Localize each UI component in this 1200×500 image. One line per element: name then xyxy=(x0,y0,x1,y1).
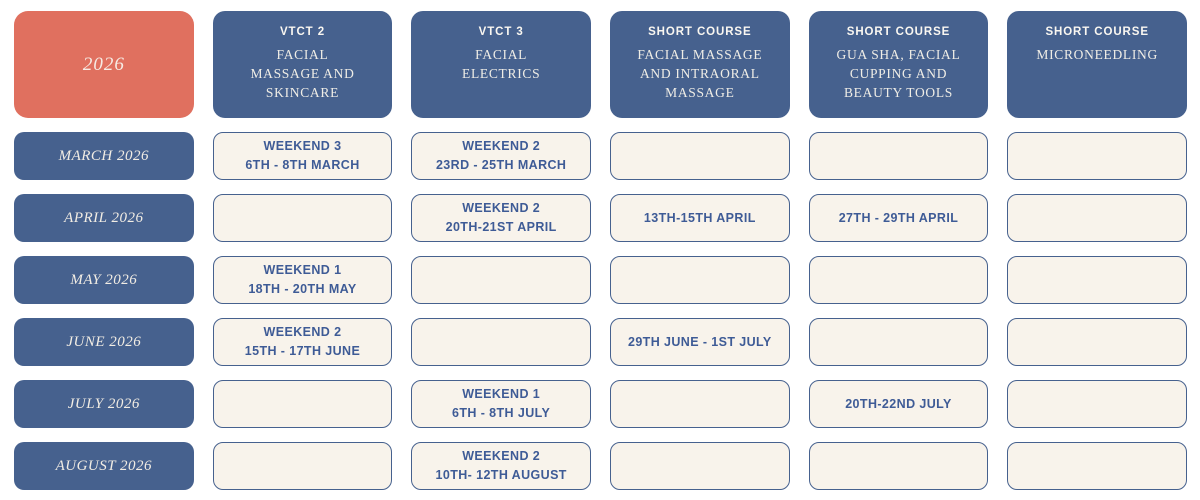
slot-line1: WEEKEND 2 xyxy=(462,201,541,216)
schedule-cell-may-vtct2: WEEKEND 1 18TH - 20TH MAY xyxy=(212,256,393,304)
schedule-cell-august-vtct2 xyxy=(212,442,393,490)
month-text: APRIL 2026 xyxy=(64,209,144,226)
month-text: MAY 2026 xyxy=(70,271,138,288)
slot-line2: 6TH - 8TH JULY xyxy=(452,406,551,420)
course-tag: SHORT COURSE xyxy=(846,26,951,38)
schedule-cell-may-vtct3 xyxy=(411,256,591,304)
column-header-vtct3-facial-electrics: VTCT 3 FACIAL ELECTRICS xyxy=(411,11,591,118)
schedule-cell-june-vtct2: WEEKEND 2 15TH - 17TH JUNE xyxy=(212,318,393,366)
month-text: MARCH 2026 xyxy=(58,147,150,164)
schedule-cell-july-intraoral xyxy=(610,380,790,428)
schedule-cell-july-vtct2 xyxy=(212,380,393,428)
schedule-cell-july-guasha: 20TH-22ND JULY xyxy=(808,380,989,428)
schedule-cell-june-microneedling xyxy=(1007,318,1187,366)
slot-line1: WEEKEND 2 xyxy=(462,139,541,154)
slot-line2: 18TH - 20TH MAY xyxy=(248,282,357,296)
month-text: JULY 2026 xyxy=(67,395,140,412)
schedule-cell-march-vtct3: WEEKEND 2 23RD - 25TH MARCH xyxy=(411,132,591,180)
slot-line2: 10TH- 12TH AUGUST xyxy=(435,468,567,482)
course-name: FACIAL ELECTRICS xyxy=(462,47,541,82)
column-header-microneedling: SHORT COURSE MICRONEEDLING xyxy=(1007,11,1187,118)
schedule-cell-june-vtct3 xyxy=(411,318,591,366)
year-label: 2026 xyxy=(82,53,125,75)
schedule-cell-june-guasha xyxy=(808,318,989,366)
schedule-cell-july-microneedling xyxy=(1007,380,1187,428)
course-name: GUA SHA, FACIAL CUPPING AND BEAUTY TOOLS xyxy=(836,47,961,101)
schedule-cell-march-vtct2: WEEKEND 3 6TH - 8TH MARCH xyxy=(212,132,393,180)
schedule-cell-april-microneedling xyxy=(1007,194,1187,242)
schedule-cell-april-guasha: 27TH - 29TH APRIL xyxy=(808,194,989,242)
schedule-cell-june-intraoral: 29TH JUNE - 1ST JULY xyxy=(610,318,790,366)
month-text: AUGUST 2026 xyxy=(55,457,153,474)
course-name: MICRONEEDLING xyxy=(1036,47,1158,62)
schedule-cell-august-microneedling xyxy=(1007,442,1187,490)
schedule-cell-march-microneedling xyxy=(1007,132,1187,180)
schedule-cell-april-vtct3: WEEKEND 2 20TH-21ST APRIL xyxy=(411,194,591,242)
slot-line1: 13TH-15TH APRIL xyxy=(643,210,756,225)
slot-line1: WEEKEND 2 xyxy=(462,449,541,464)
schedule-cell-may-microneedling xyxy=(1007,256,1187,304)
column-header-facial-massage-intraoral: SHORT COURSE FACIAL MASSAGE AND INTRAORA… xyxy=(610,11,790,118)
month-label-july: JULY 2026 xyxy=(14,380,194,428)
schedule-cell-may-guasha xyxy=(808,256,989,304)
schedule-cell-april-intraoral: 13TH-15TH APRIL xyxy=(610,194,790,242)
slot-line1: WEEKEND 1 xyxy=(263,263,342,278)
schedule-cell-march-guasha xyxy=(808,132,989,180)
slot-line2: 6TH - 8TH MARCH xyxy=(245,158,360,172)
schedule-cell-august-intraoral xyxy=(610,442,790,490)
year-badge: 2026 xyxy=(14,11,194,118)
schedule-cell-may-intraoral xyxy=(610,256,790,304)
course-tag: SHORT COURSE xyxy=(1045,26,1149,38)
month-label-may: MAY 2026 xyxy=(14,256,194,304)
column-header-vtct2-facial-massage-skincare: VTCT 2 FACIAL MASSAGE AND SKINCARE xyxy=(212,11,393,118)
month-label-march: MARCH 2026 xyxy=(14,132,194,180)
slot-line1: 29TH JUNE - 1ST JULY xyxy=(627,334,772,349)
slot-line2: 15TH - 17TH JUNE xyxy=(244,344,361,358)
month-label-april: APRIL 2026 xyxy=(14,194,194,242)
month-label-june: JUNE 2026 xyxy=(14,318,194,366)
course-tag: VTCT 2 xyxy=(279,26,325,38)
schedule-cell-march-intraoral xyxy=(610,132,790,180)
slot-line1: WEEKEND 2 xyxy=(263,325,342,340)
schedule-cell-july-vtct3: WEEKEND 1 6TH - 8TH JULY xyxy=(411,380,591,428)
slot-line1: 20TH-22ND JULY xyxy=(845,396,952,411)
course-tag: VTCT 3 xyxy=(478,26,524,38)
month-label-august: AUGUST 2026 xyxy=(14,442,194,490)
schedule-cell-april-vtct2 xyxy=(212,194,393,242)
schedule-cell-august-vtct3: WEEKEND 2 10TH- 12TH AUGUST xyxy=(411,442,591,490)
course-tag: SHORT COURSE xyxy=(648,26,752,38)
month-text: JUNE 2026 xyxy=(66,333,142,350)
slot-line1: 27TH - 29TH APRIL xyxy=(838,210,959,225)
column-header-gua-sha-cupping-beauty-tools: SHORT COURSE GUA SHA, FACIAL CUPPING AND… xyxy=(808,11,989,118)
course-name: FACIAL MASSAGE AND SKINCARE xyxy=(250,47,355,101)
slot-line2: 20TH-21ST APRIL xyxy=(445,220,557,234)
slot-line1: WEEKEND 3 xyxy=(263,139,342,154)
slot-line1: WEEKEND 1 xyxy=(462,387,541,402)
schedule-cell-august-guasha xyxy=(808,442,989,490)
slot-line2: 23RD - 25TH MARCH xyxy=(435,158,567,172)
course-name: FACIAL MASSAGE AND INTRAORAL MASSAGE xyxy=(637,47,763,101)
